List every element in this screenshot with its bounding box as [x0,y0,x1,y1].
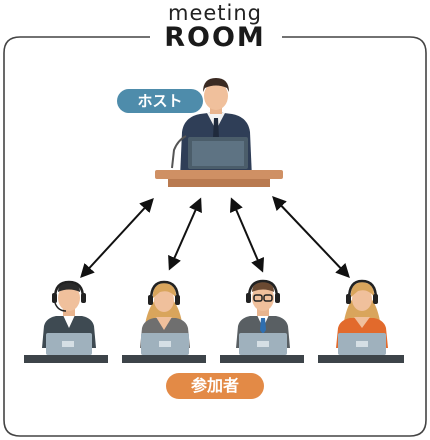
participants-label: 参加者 [166,373,264,399]
arrow-host-participant-1 [80,197,154,279]
arrow-host-participant-3 [229,197,265,273]
connection-arrows [80,195,350,279]
host-label: ホスト [117,89,203,113]
arrow-host-participant-2 [168,197,202,271]
podium [155,170,283,187]
participant-4 [318,279,404,363]
participant-1 [24,280,108,363]
title-meeting: meeting [167,1,262,25]
title-room: ROOM [164,22,266,53]
arrow-host-participant-4 [272,195,350,279]
room-frame [3,36,427,437]
host-person [171,78,252,178]
participant-2 [122,280,206,363]
participant-3 [220,279,304,363]
